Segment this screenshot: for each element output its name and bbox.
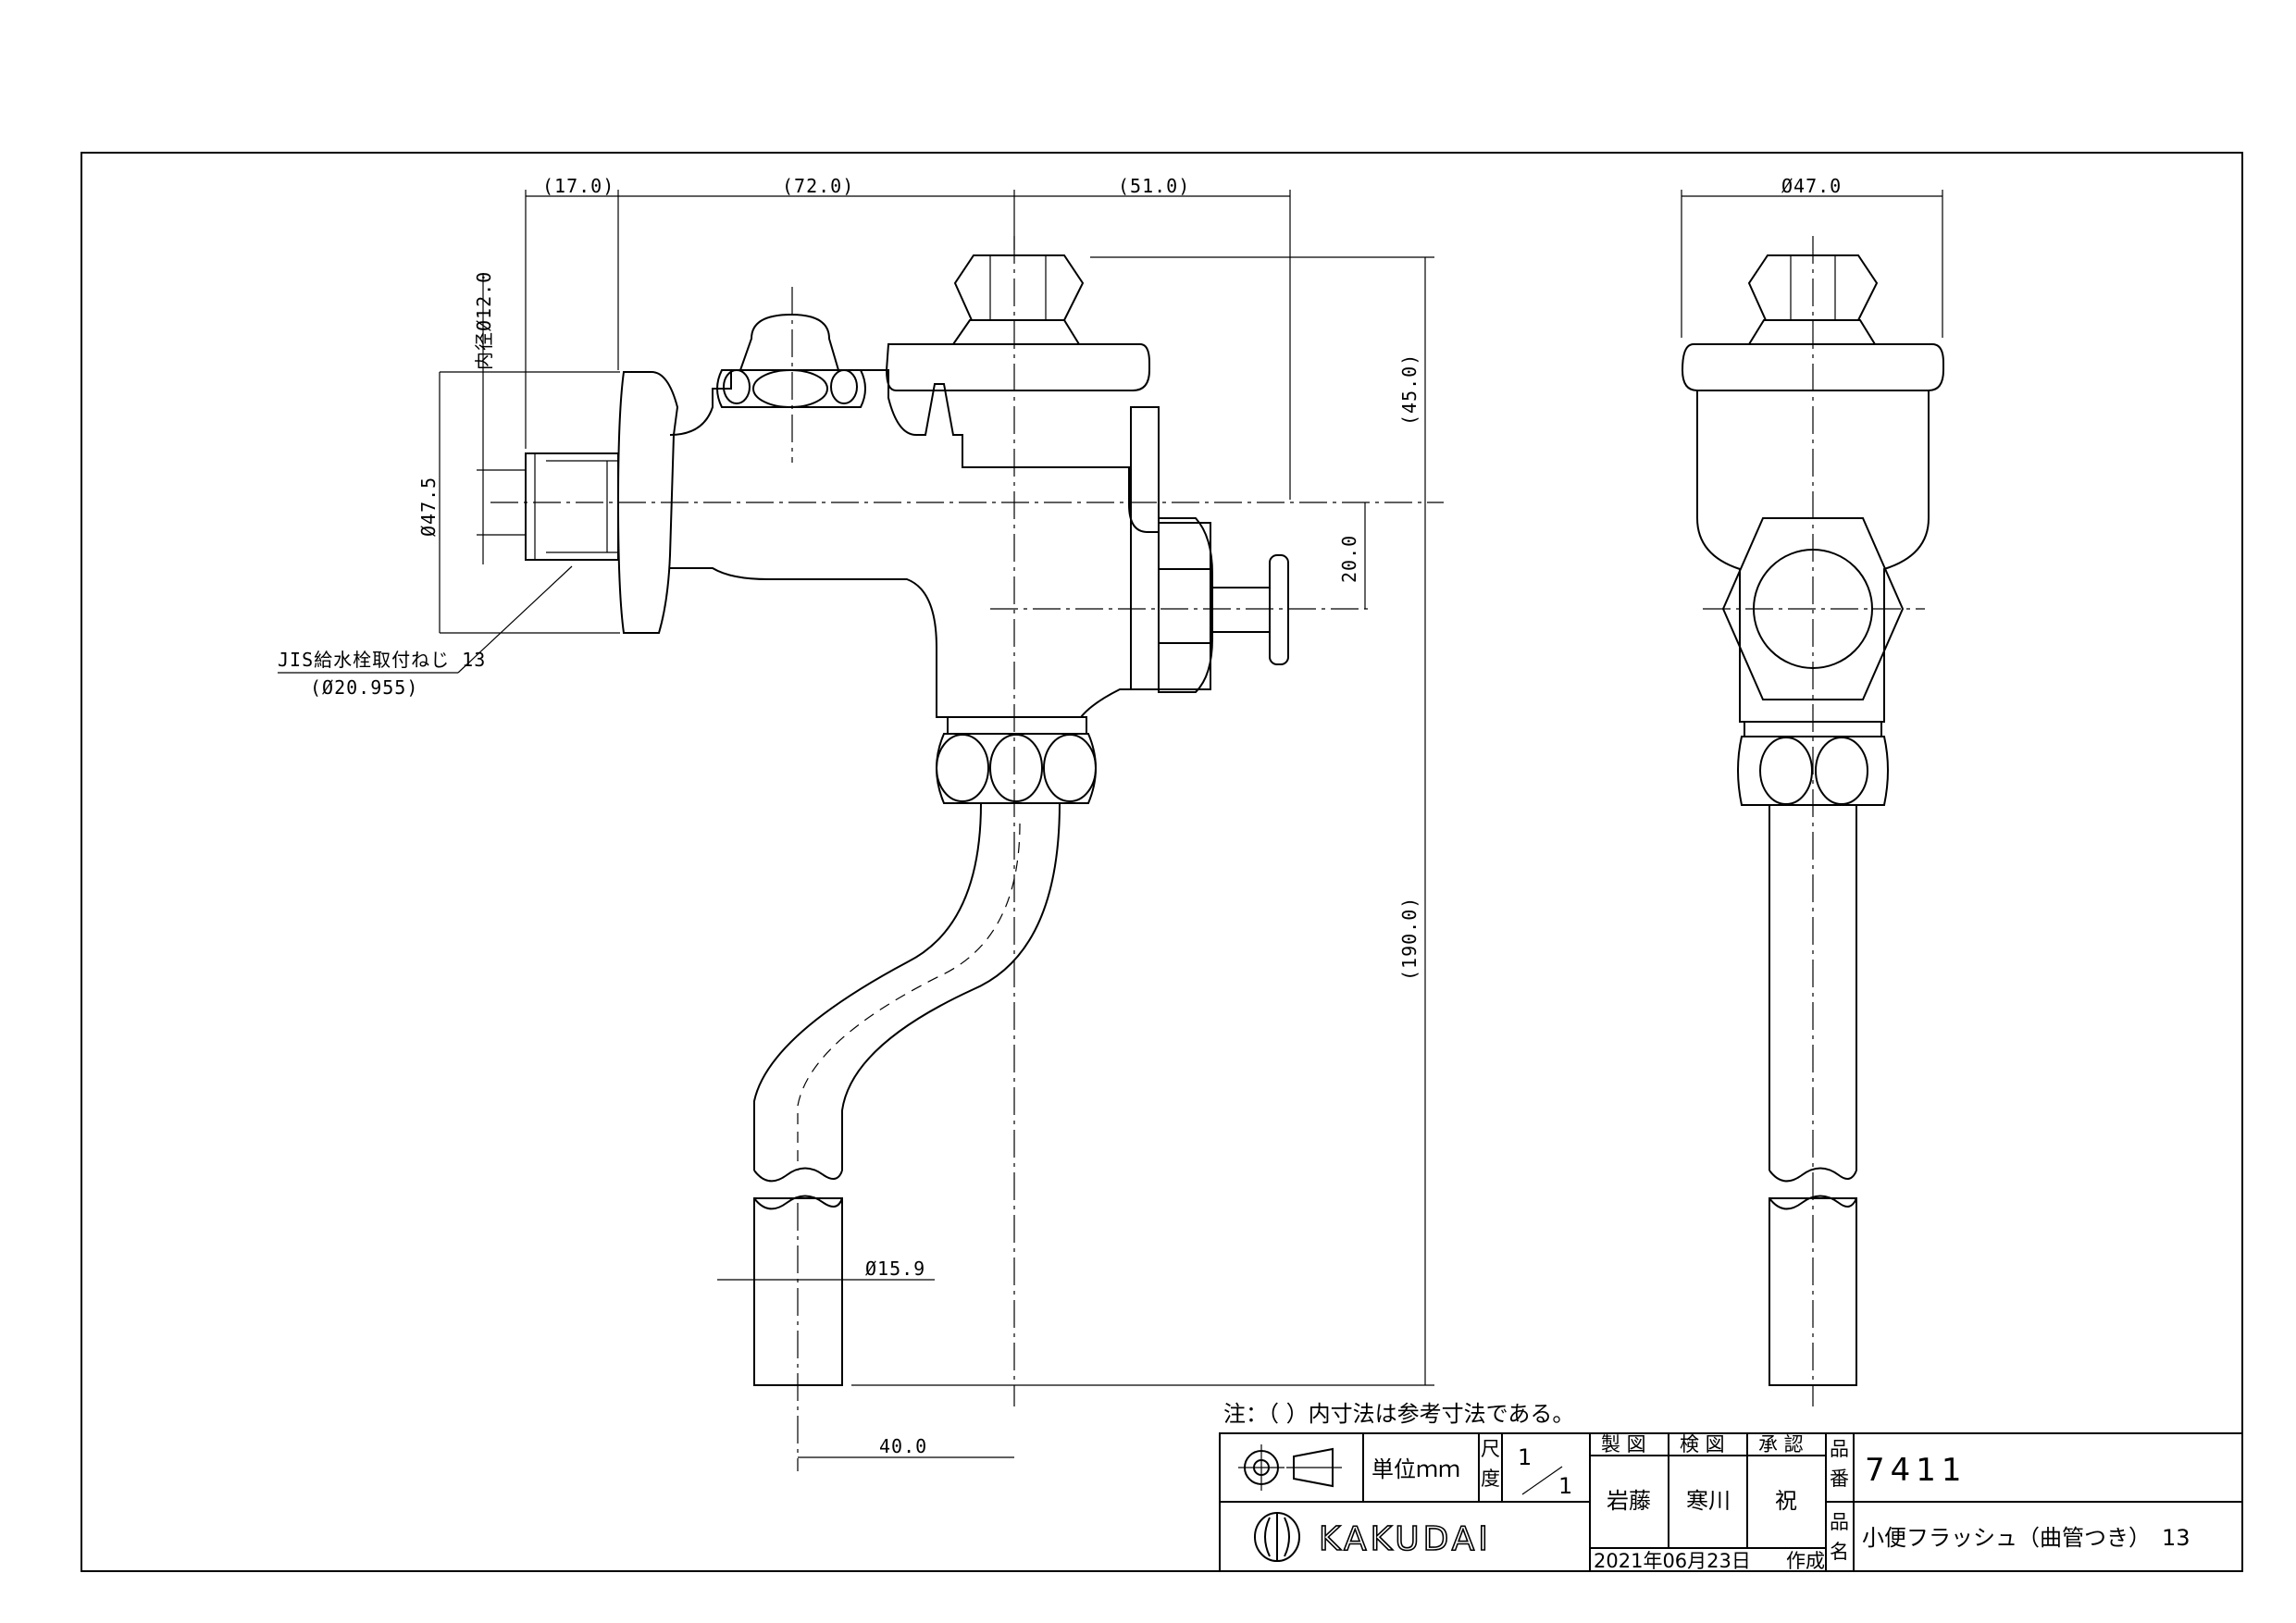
dimension-inner-diameter: 内径Ø12.0 [473, 271, 495, 370]
drawn-by-label: 製 図 [1601, 1433, 1646, 1456]
drawn-by-name: 岩藤 [1607, 1488, 1651, 1514]
kakudai-logo-icon [1254, 1512, 1300, 1562]
drawing-frame [81, 152, 2243, 1572]
dimension-pipe-diameter: Ø15.9 [865, 1258, 925, 1280]
dimension-20: 20.0 [1338, 535, 1360, 583]
part-no-label-1: 品 [1830, 1438, 1849, 1460]
reference-dimension-note: 注：（ ）内寸法は参考寸法である。 [1223, 1401, 1574, 1427]
dimension-190: (190.0) [1398, 897, 1421, 981]
part-name-label-2: 名 [1830, 1541, 1849, 1563]
scale-denominator: 1 [1558, 1473, 1572, 1499]
dimension-72: (72.0) [782, 175, 854, 197]
scale-slash [1521, 1466, 1563, 1495]
dimension-40: 40.0 [879, 1435, 927, 1457]
thread-label: JIS給水栓取付ねじ 13 [278, 649, 486, 671]
front-view [490, 236, 1444, 1471]
unit-label: 単位ｍｍ [1371, 1456, 1460, 1482]
created-label: 作成 [1786, 1550, 1825, 1572]
part-number: 7411 [1865, 1452, 1967, 1489]
front-view-dimensions: (17.0) (72.0) (51.0) (45.0) 20.0 (190.0)… [278, 175, 1434, 1458]
dimension-51: (51.0) [1118, 175, 1190, 197]
approved-by-name: 祝 [1775, 1488, 1797, 1514]
scale-label-2: 度 [1481, 1468, 1500, 1490]
thread-diameter: (Ø20.955) [310, 676, 418, 699]
part-name: 小便フラッシュ（曲管つき） 13 [1862, 1525, 2191, 1551]
title-block: 単位ｍｍ 尺 度 1 1 KAKUDAI 製 図 検 図 承 認 岩藤 寒川 祝… [1219, 1432, 2243, 1572]
side-view: Ø47.0 [1681, 175, 1944, 1406]
scale-numerator: 1 [1518, 1444, 1532, 1470]
dimension-45: (45.0) [1398, 353, 1421, 426]
projection-symbol-icon [1238, 1444, 1342, 1491]
dimension-flange-diameter: Ø47.5 [417, 477, 440, 537]
company-name: KAKUDAI [1319, 1520, 1492, 1558]
checked-by-label: 検 図 [1680, 1433, 1725, 1456]
dimension-side-width: Ø47.0 [1781, 175, 1842, 197]
part-name-label-1: 品 [1830, 1511, 1849, 1533]
scale-label-1: 尺 [1481, 1438, 1500, 1460]
checked-by-name: 寒川 [1686, 1488, 1731, 1514]
dimension-17: (17.0) [542, 175, 614, 197]
approved-by-label: 承 認 [1758, 1433, 1804, 1456]
part-no-label-2: 番 [1830, 1468, 1849, 1490]
drawing-date: 2021年06月23日 [1594, 1550, 1751, 1572]
